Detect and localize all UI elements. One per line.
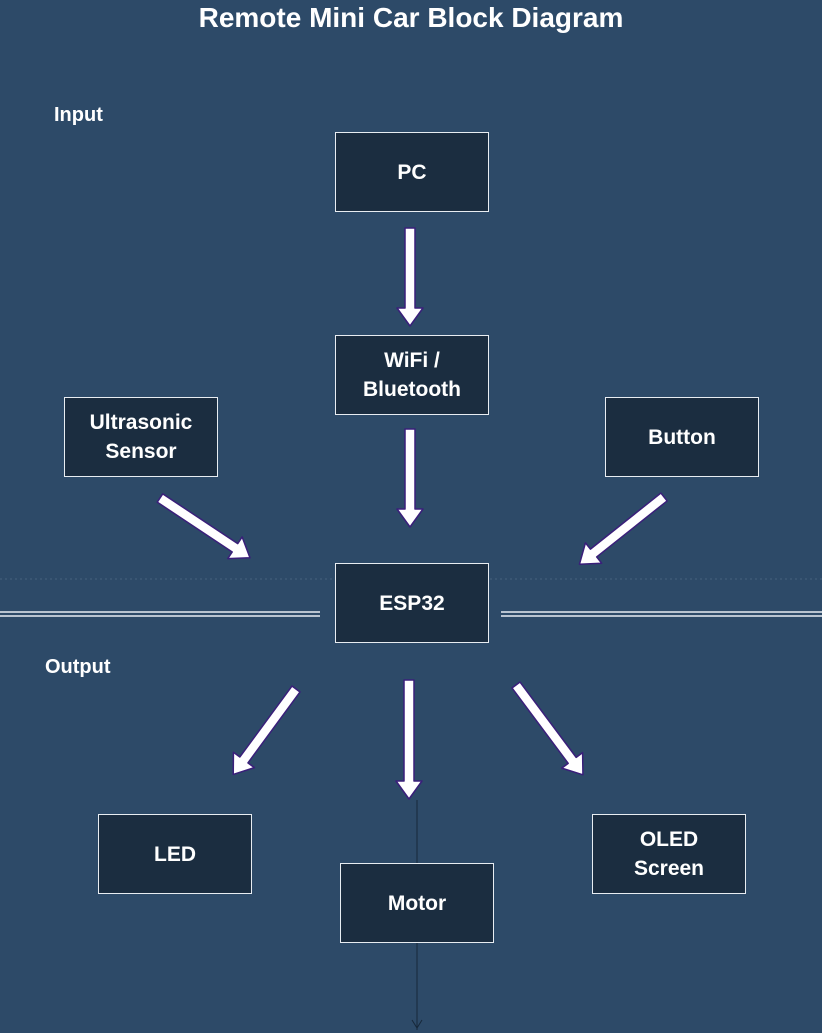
block-oled-screen: OLED Screen [592,814,746,894]
section-label-input: Input [54,104,103,126]
block-button: Button [605,397,759,477]
section-divider-left [0,611,320,617]
arrow-esp32-to-motor [395,679,423,800]
guide-line-motor-tip [411,1019,423,1029]
block-pc: PC [335,132,489,212]
section-divider-right [501,611,822,617]
block-motor: Motor [340,863,494,943]
block-esp32: ESP32 [335,563,489,643]
arrow-ultrasonic-to-esp32 [156,493,251,560]
arrow-esp32-to-oled [511,681,584,776]
block-ultrasonic-sensor: Ultrasonic Sensor [64,397,218,477]
diagram-title: Remote Mini Car Block Diagram [198,2,624,33]
arrow-wireless-to-esp32 [396,428,424,528]
arrow-button-to-esp32 [578,492,668,565]
arrow-pc-to-wireless [396,227,424,327]
block-led: LED [98,814,252,894]
arrow-esp32-to-led [232,685,301,776]
section-label-output: Output [45,656,111,678]
block-wifi-bluetooth: WiFi / Bluetooth [335,335,489,415]
